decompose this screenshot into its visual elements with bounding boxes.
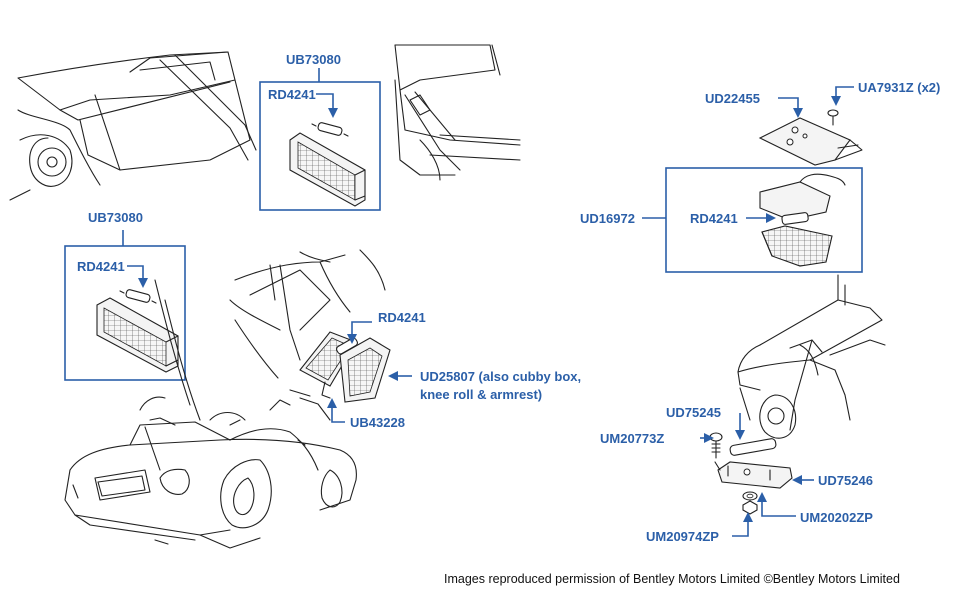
label-um20773z: UM20773Z [600,431,664,446]
rear-car-boot-illustration [737,274,886,439]
plate-lamp-washer [742,491,758,501]
label-um20974zp: UM20974ZP [646,529,719,544]
convertible-car-illustration [64,279,357,549]
door-frame-illustration [394,44,521,181]
festoon-bulb-left [119,289,157,304]
boot-open-illustration [9,51,257,201]
plate-lamp-holder [714,461,793,489]
label-rd4241-cubby: RD4241 [378,310,426,325]
interior-lamp-top [289,122,366,207]
label-ud25807: UD25807 (also cubby box, [420,369,581,384]
label-ub73080-left: UB73080 [88,210,143,225]
festoon-bulb-top [311,122,349,137]
cubby-interior-illustration [229,249,386,421]
boot-lamp-screw [827,109,839,126]
boot-lamp-cover [758,117,863,166]
label-rd4241-top: RD4241 [268,87,316,102]
label-um20202zp: UM20202ZP [800,510,873,525]
label-ua7931z: UA7931Z (x2) [858,80,940,95]
ub73080-left-box [64,245,186,381]
label-ud25807-line2: knee roll & armrest) [420,387,542,402]
ub73080-top-box [259,81,381,211]
label-ud75245: UD75245 [666,405,721,420]
label-ud75246: UD75246 [818,473,873,488]
ud16972-box [665,167,863,273]
label-ub73080-top: UB73080 [286,52,341,67]
boot-lamp-assembly [759,173,846,267]
label-ud16972: UD16972 [580,211,635,226]
label-ub43228: UB43228 [350,415,405,430]
label-rd4241-boot: RD4241 [690,211,738,226]
cubby-lamp-assembly [299,331,391,403]
label-rd4241-left: RD4241 [77,259,125,274]
label-ud22455: UD22455 [705,91,760,106]
plate-lamp-bulb [729,438,777,456]
plate-lamp-screw [709,432,723,459]
plate-lamp-nut [742,500,758,515]
copyright-credit: Images reproduced permission of Bentley … [444,572,900,586]
